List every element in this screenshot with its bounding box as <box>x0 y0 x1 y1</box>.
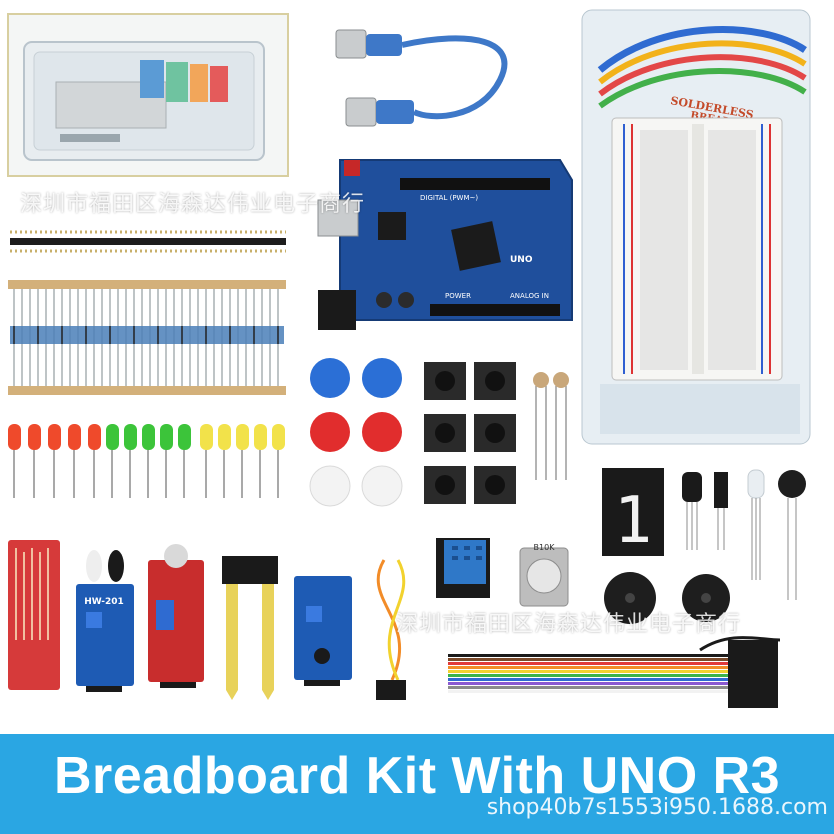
storage-box <box>7 13 289 177</box>
watermark-top: 深圳市福田区海森达伟业电子商行 <box>20 192 366 217</box>
seven-segment-display: 1 <box>602 468 664 558</box>
flame-sensor-module <box>294 576 352 686</box>
usb-cable <box>335 29 508 127</box>
jumper-wires <box>376 559 781 708</box>
uno-label-digital: DIGITAL (PWM~) <box>420 194 478 202</box>
title-banner <box>0 734 834 834</box>
water-level-sensor <box>8 540 60 690</box>
small-components <box>682 469 806 600</box>
pin-header <box>10 230 286 253</box>
ir-sensor-module: HW-201 <box>76 550 134 692</box>
photoresistors <box>533 372 569 480</box>
product-title: Breadboard Kit With UNO R3 <box>53 747 781 805</box>
potentiometer-label: B10K <box>534 543 556 552</box>
uno-label-uno: UNO <box>510 255 533 265</box>
sound-sensor-module <box>148 544 204 688</box>
shop-watermark: shop40b7s1553i950.1688.com <box>486 795 828 820</box>
buzzers <box>604 572 730 624</box>
potentiometer: B10K <box>519 543 569 607</box>
tactile-switches <box>424 362 516 504</box>
led-row <box>8 424 285 498</box>
breadboard-card: SOLDERLESS BREADBOARD <box>581 9 811 445</box>
watermark-middle: 深圳市福田区海森达伟业电子商行 <box>396 612 742 637</box>
uno-board: DIGITAL (PWM~) POWER ANALOG IN UNO <box>317 159 573 330</box>
button-caps <box>309 358 403 507</box>
dht11-sensor <box>436 538 490 598</box>
resistor-strip <box>8 280 286 395</box>
soil-moisture-sensor <box>222 556 278 700</box>
ir-module-label: HW-201 <box>84 597 124 607</box>
uno-label-analog: ANALOG IN <box>510 292 549 300</box>
uno-label-power: POWER <box>445 292 471 300</box>
seven-segment-digit: 1 <box>614 484 653 558</box>
